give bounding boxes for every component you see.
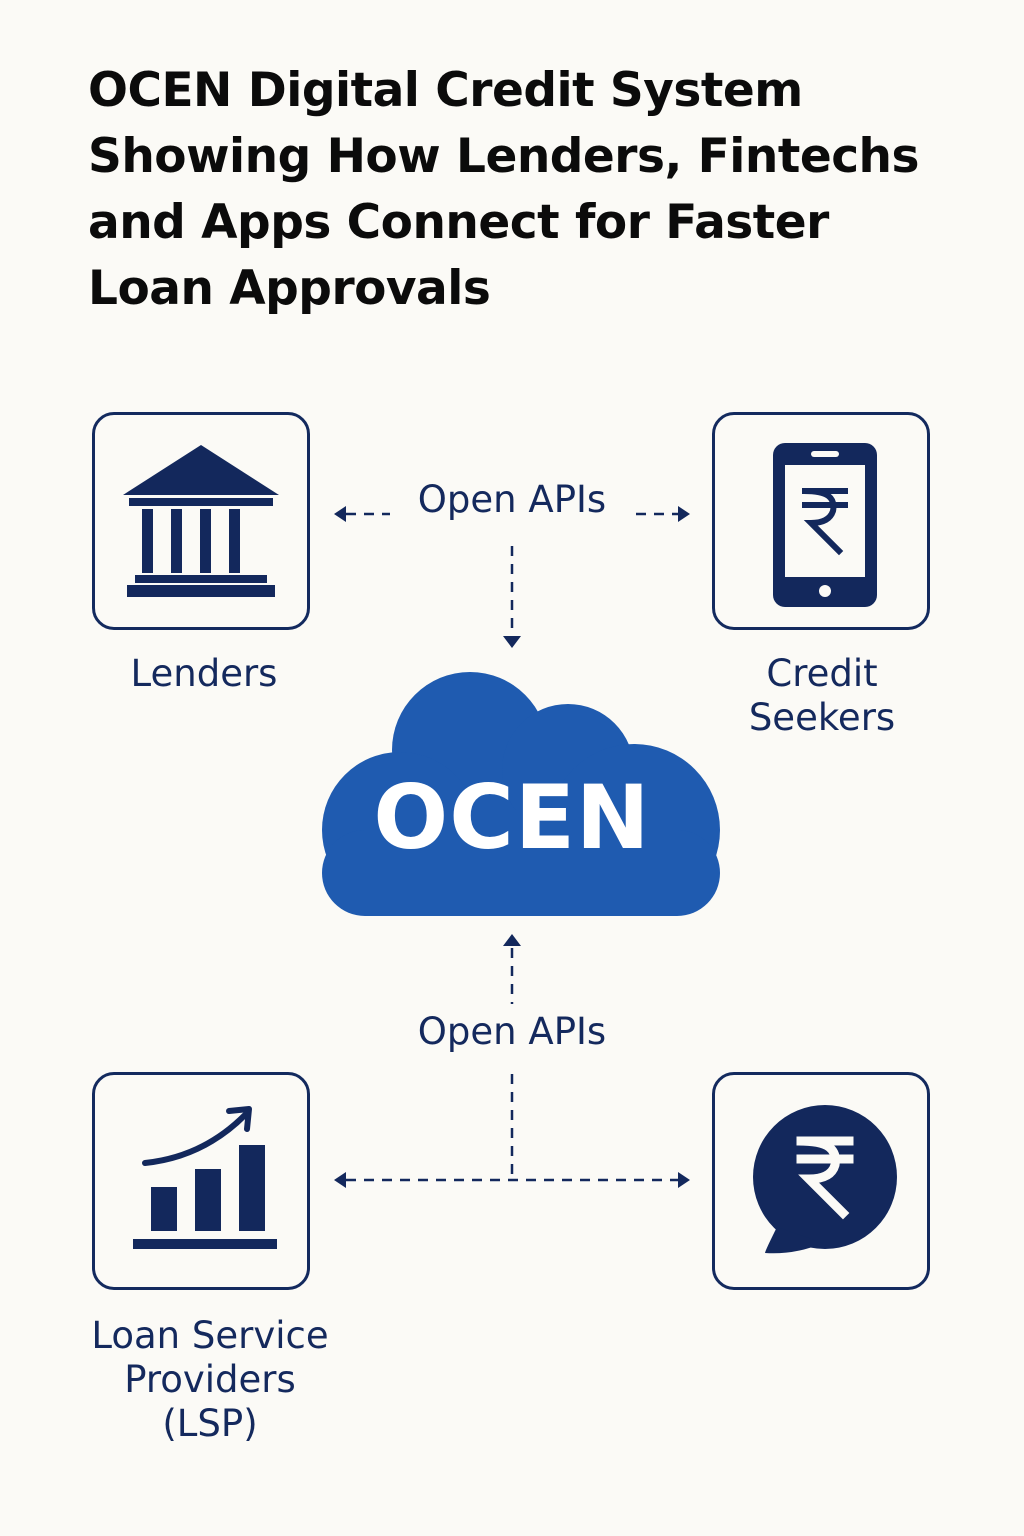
lsp-label-line-2: Providers (124, 1358, 296, 1401)
credit-seekers-label-line-1: Credit (766, 652, 878, 695)
lsp-label-line-3: (LSP) (162, 1402, 258, 1445)
bottom-open-apis-label: Open APIs (417, 1010, 607, 1053)
lenders-node (92, 412, 310, 630)
title-line-3: and Apps Connect for Faster (88, 195, 829, 250)
top-open-apis-label: Open APIs (417, 478, 607, 521)
arrow-right-top (678, 506, 690, 522)
title-line-4: Loan Approvals (88, 261, 491, 316)
lsp-label: Loan Service Providers (LSP) (60, 1314, 360, 1446)
growth-chart-icon (133, 1106, 277, 1249)
ocen-hub: OCEN (300, 660, 724, 920)
smartphone-rupee-icon (773, 443, 877, 607)
arrow-down-to-cloud (503, 636, 521, 648)
arrow-right-bottom (678, 1172, 690, 1188)
title-line-1: OCEN Digital Credit System (88, 63, 803, 118)
ocen-label: OCEN (373, 766, 651, 869)
arrow-up-to-cloud (503, 934, 521, 946)
arrow-left-bottom (334, 1172, 346, 1188)
cloud-icon (322, 672, 720, 916)
bank-building-icon (123, 445, 279, 597)
arrow-left-top (334, 506, 346, 522)
page-title: OCEN Digital Credit System Showing How L… (88, 58, 948, 322)
lsp-node (92, 1072, 310, 1290)
lenders-label: Lenders (130, 652, 278, 695)
credit-seekers-label: Credit Seekers (700, 652, 944, 740)
rupee-chat-bubble-icon (753, 1105, 897, 1254)
lsp-label-line-1: Loan Service (91, 1314, 329, 1357)
title-line-2: Showing How Lenders, Fintechs (88, 129, 920, 184)
credit-seekers-label-line-2: Seekers (748, 696, 896, 739)
credit-seekers-node (712, 412, 930, 630)
rupee-node (712, 1072, 930, 1290)
